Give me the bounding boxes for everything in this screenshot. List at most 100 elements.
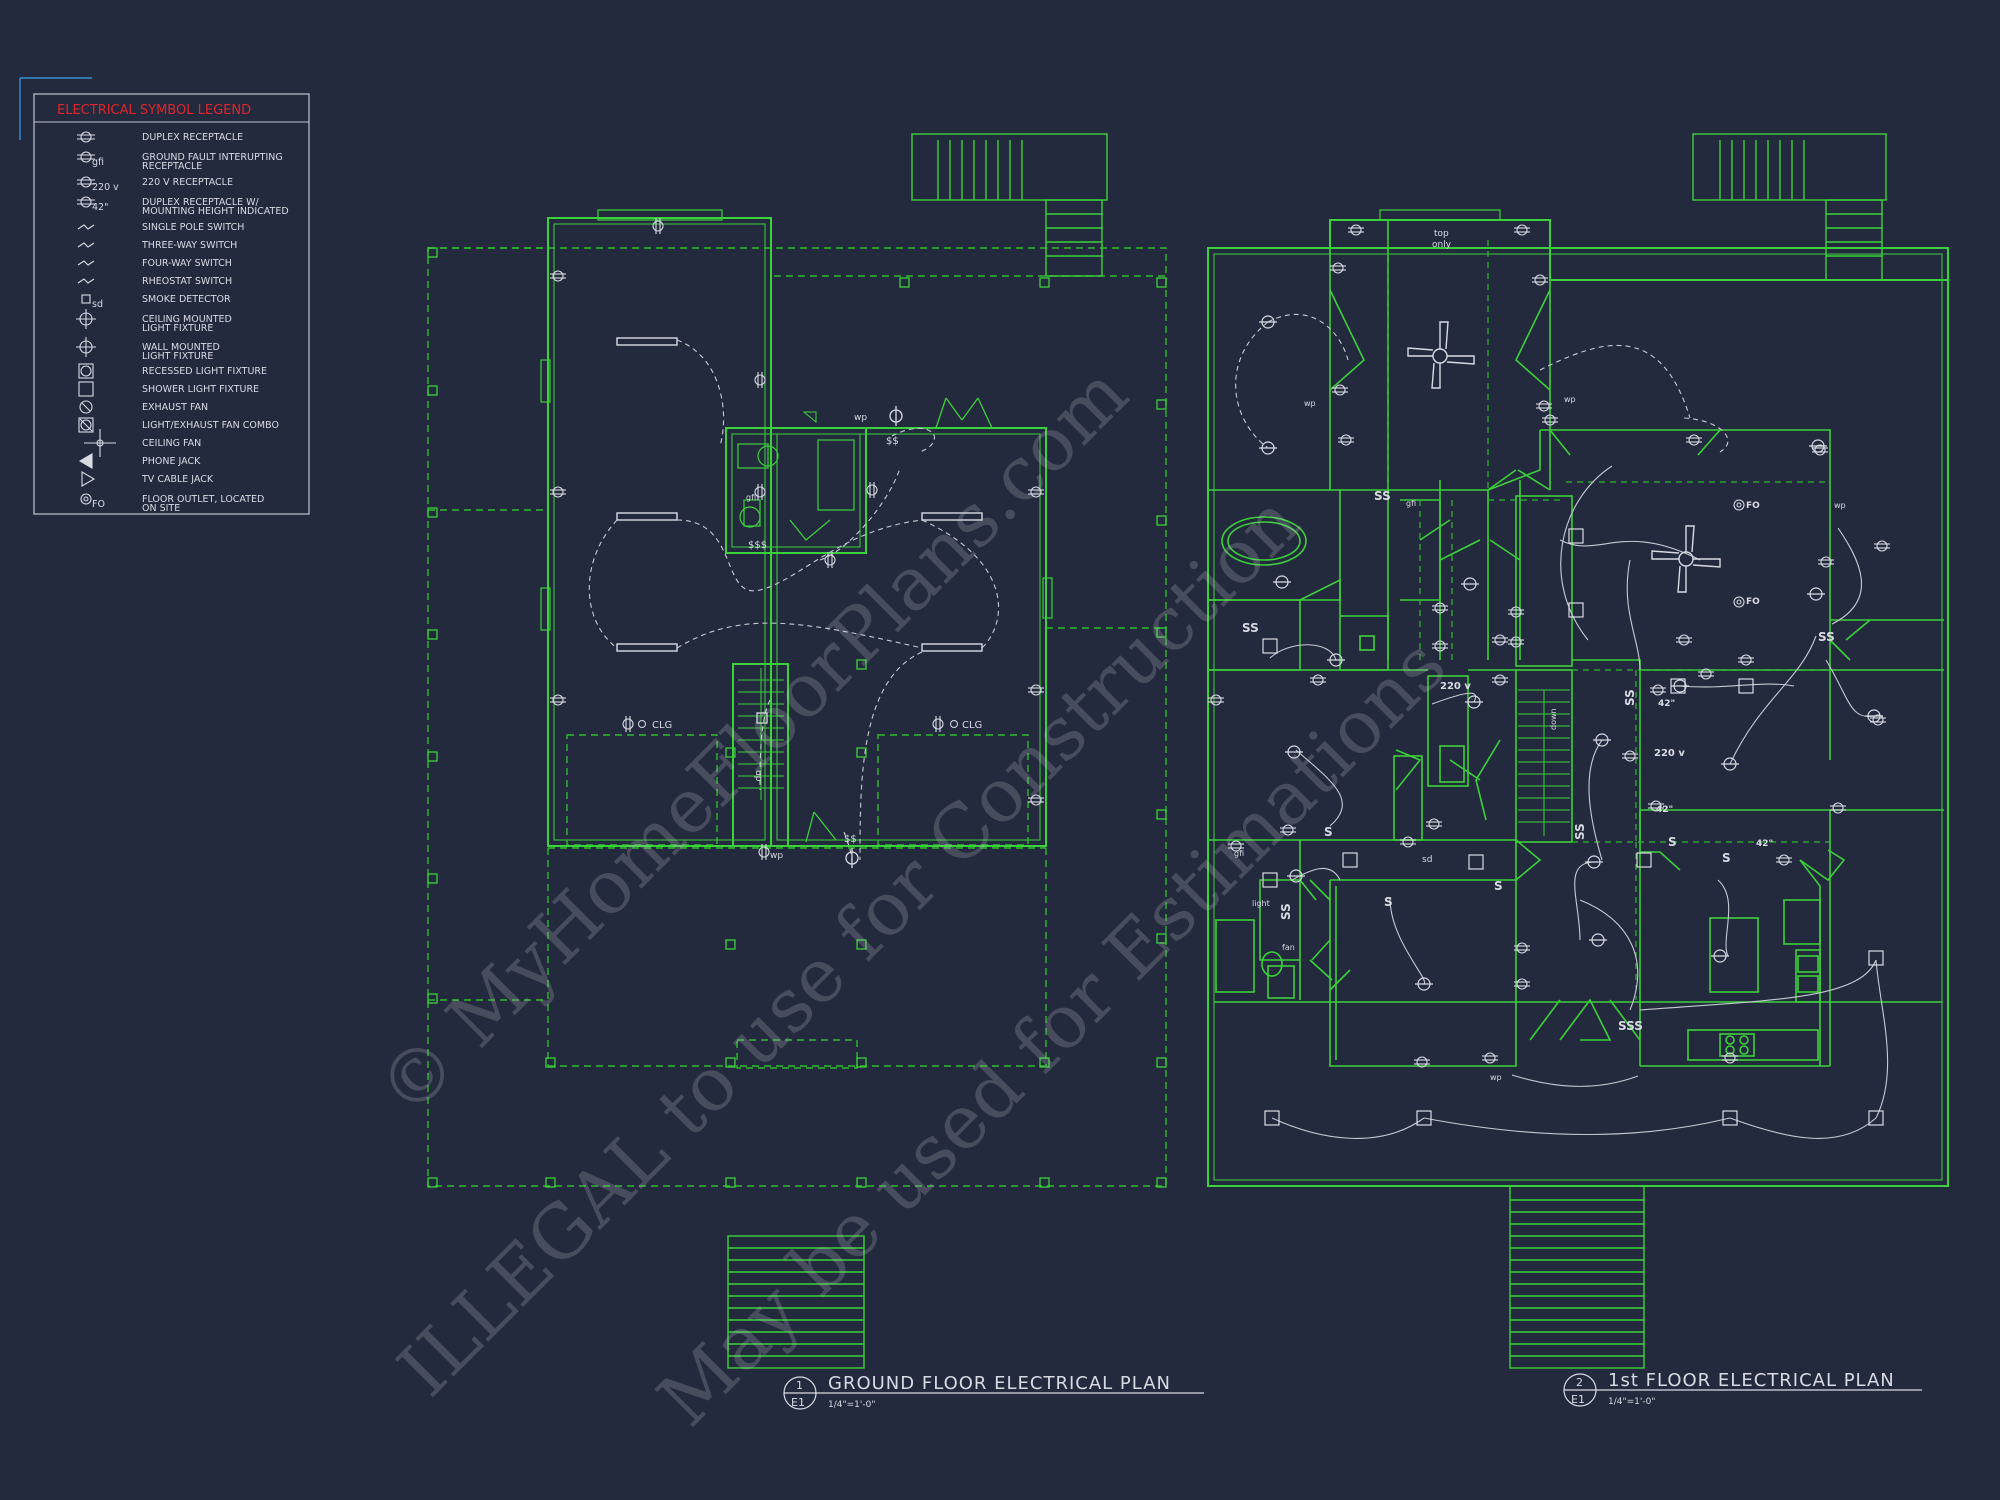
ground-floor-walls xyxy=(540,209,1053,847)
top-only-line1: top xyxy=(1434,229,1449,239)
ground-plan-scale: 1/4"=1'-0" xyxy=(828,1400,875,1410)
recessed-light-icon xyxy=(1868,950,1884,966)
legend-label: SHOWER LIGHT FIXTURE xyxy=(142,384,259,395)
legend-row: DUPLEX RECEPTACLE xyxy=(77,131,243,143)
ground-floor-interior-stair xyxy=(738,668,784,800)
ground-floor-ceiling-lights xyxy=(756,406,903,868)
phone-jack-icon xyxy=(78,453,93,469)
recessed-light-icon xyxy=(1568,528,1584,544)
legend-label: LIGHT FIXTURE xyxy=(142,323,213,334)
duplex-receptacle-icon xyxy=(1492,634,1508,646)
switch-s-3: S xyxy=(1494,879,1503,893)
label-42-b: 42" xyxy=(1656,805,1673,815)
legend-label: TV CABLE JACK xyxy=(141,474,214,485)
ceiling-light-icon xyxy=(1585,855,1603,869)
legend-row: FOUR-WAY SWITCH xyxy=(77,258,232,269)
duplex-receptacle-icon xyxy=(1508,606,1524,618)
label-wp-right: wp xyxy=(1834,501,1846,510)
first-plan-scale: 1/4"=1'-0" xyxy=(1608,1397,1655,1407)
legend-symbol-tag: 220 v xyxy=(92,182,119,193)
ceiling-light-icon xyxy=(1461,577,1479,591)
duplex-receptacle-icon xyxy=(1650,684,1666,696)
legend-row: CEILING FAN xyxy=(84,429,201,457)
duplex-receptacle-icon xyxy=(1818,556,1834,568)
legend-label: SINGLE POLE SWITCH xyxy=(142,222,244,233)
legend-label: SMOKE DETECTOR xyxy=(142,294,231,305)
switch-ss-v3: SS xyxy=(1573,823,1587,840)
legend-label: RHEOSTAT SWITCH xyxy=(142,276,232,287)
legend-label: MOUNTING HEIGHT INDICATED xyxy=(142,206,289,217)
ground-floor-clg-label-right: CLG xyxy=(962,720,982,731)
ground-plan-title: GROUND FLOOR ELECTRICAL PLAN xyxy=(828,1373,1171,1394)
duplex-receptacle-icon xyxy=(754,484,766,500)
first-floor-front-stair xyxy=(1509,1185,1645,1369)
duplex-receptacle-icon xyxy=(1482,1052,1498,1064)
legend-label: CEILING MOUNTED xyxy=(142,314,232,325)
label-fan: fan xyxy=(1282,943,1295,952)
first-floor-rear-stair xyxy=(1692,133,1887,281)
duplex-receptacle-icon xyxy=(1426,818,1442,830)
duplex-receptacle-icon xyxy=(754,372,766,388)
light-exhaust-combo-icon xyxy=(78,417,94,433)
ceiling-light-icon xyxy=(1721,757,1739,771)
duplex-receptacle-icon xyxy=(932,716,944,732)
duplex-receptacle-icon xyxy=(550,270,566,282)
duplex-receptacle-icon xyxy=(1280,824,1296,836)
legend-label: RECESSED LIGHT FIXTURE xyxy=(142,366,267,377)
duplex-receptacle-icon xyxy=(1776,854,1792,866)
ground-floor-ss-label: $$ xyxy=(886,436,899,447)
duplex-receptacle-icon xyxy=(1536,400,1552,412)
switch-ss-v2: SS xyxy=(1279,903,1293,920)
recessed-light-icon xyxy=(1868,1110,1884,1126)
ground-floor-piers xyxy=(427,247,1167,1188)
rheostat-switch-icon xyxy=(77,278,95,284)
label-light: light xyxy=(1252,899,1270,908)
recessed-light-icon xyxy=(1670,678,1686,694)
ground-plan-sheet: E1 xyxy=(791,1396,805,1409)
legend-label: DUPLEX RECEPTACLE xyxy=(142,132,243,143)
duplex-receptacle-icon xyxy=(1028,684,1044,696)
ground-floor-clg-label-left: CLG xyxy=(652,720,672,731)
legend-label: FLOOR OUTLET, LOCATED xyxy=(142,494,264,505)
label-42-a: 42" xyxy=(1658,699,1675,709)
switch-ss-2: SS xyxy=(1242,621,1259,635)
duplex-receptacle-icon xyxy=(1508,636,1524,648)
label-sd: sd xyxy=(1422,855,1432,865)
duplex-receptacle-icon xyxy=(1622,750,1638,762)
floor-outlet-icon xyxy=(1733,596,1745,608)
legend-label: EXHAUST FAN xyxy=(142,402,208,413)
ground-floor-receptacles xyxy=(550,218,1044,860)
first-floor-ceiling-fan-family xyxy=(1651,525,1721,593)
floor-outlet-icon xyxy=(1733,499,1745,511)
legend-row: SINGLE POLE SWITCH xyxy=(77,222,244,233)
duplex-receptacle-icon xyxy=(824,552,836,568)
first-floor-title-block: 2 E1 1st FLOOR ELECTRICAL PLAN 1/4"=1'-0… xyxy=(1563,1370,1922,1407)
legend-label: LIGHT/EXHAUST FAN COMBO xyxy=(142,420,279,431)
watermark: © MyHomeFloorPlans.com ILLEGAL to use fo… xyxy=(362,350,1462,1442)
four-way-switch-icon xyxy=(77,260,95,266)
ceiling-fan-icon xyxy=(84,429,116,457)
first-plan-number: 2 xyxy=(1576,1376,1583,1389)
duplex-receptacle-icon xyxy=(622,716,634,732)
ground-plan-number: 1 xyxy=(796,1379,803,1392)
ground-floor-dashed-outline xyxy=(427,247,1167,1187)
duplex-receptacle-icon xyxy=(1542,414,1558,426)
ground-floor-ss-label-2: $$ xyxy=(844,834,857,845)
ceiling-light-icon xyxy=(76,309,96,329)
legend-label: DUPLEX RECEPTACLE W/ xyxy=(142,197,260,208)
first-floor-wiring xyxy=(1235,313,1889,1139)
first-floor-plan: top only 220 v 220 v 42" 42" 42" FO FO s… xyxy=(1207,133,1949,1369)
ceiling-light-icon xyxy=(1285,745,1303,759)
smoke-detector-icon xyxy=(81,294,91,304)
legend-label: PHONE JACK xyxy=(142,456,201,467)
ceiling-light-icon xyxy=(1259,315,1277,329)
duplex-receptacle-icon xyxy=(866,482,878,498)
legend-label: ON SITE xyxy=(142,503,180,514)
ceiling-light-icon xyxy=(1593,733,1611,747)
legend-row: RHEOSTAT SWITCH xyxy=(77,276,232,287)
duplex-receptacle-icon xyxy=(550,694,566,706)
